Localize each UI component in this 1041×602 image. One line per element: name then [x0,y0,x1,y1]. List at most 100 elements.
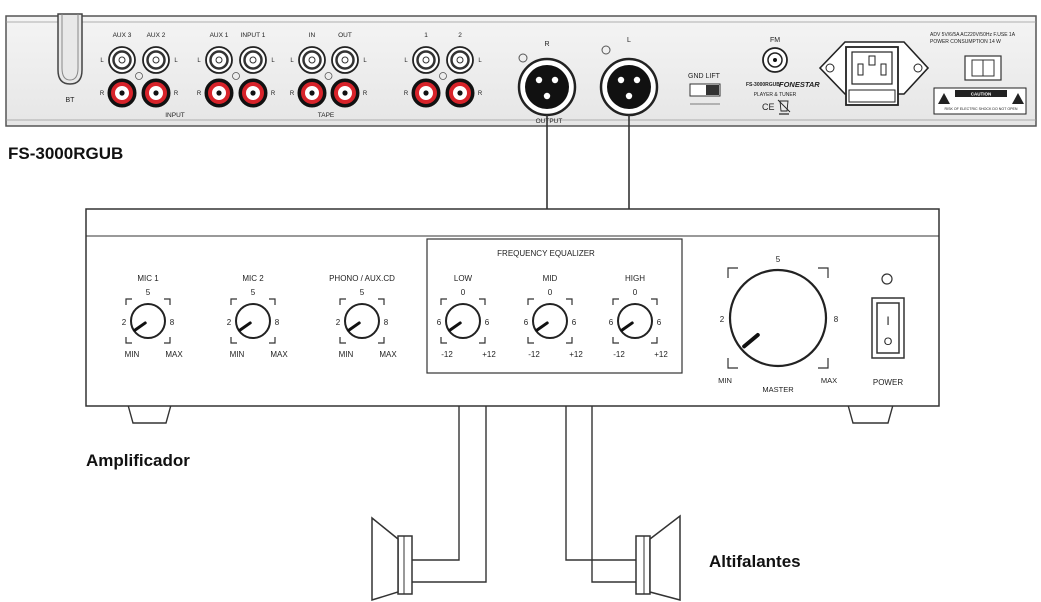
model-small-label: FS-3000RGUB [746,82,780,88]
rca-jack-red[interactable] [445,78,475,108]
knob-min-label: -12 [441,350,453,359]
amplifier-foot-left [127,404,172,424]
knob-min-label: -12 [528,350,540,359]
eq-knob[interactable] [527,298,573,344]
rca-jack-white[interactable] [205,46,233,74]
tape-group-label: TAPE [318,112,335,119]
knob-scale-right: 8 [275,318,280,327]
voltage-selector-switch[interactable] [964,55,1002,81]
master-volume-knob[interactable] [727,267,829,369]
knob-scale-right: 6 [572,318,577,327]
rca-jack-red[interactable] [141,78,171,108]
knob-indicator [238,321,252,332]
weee-bin-icon [777,99,791,115]
channel-r-label: R [478,91,483,97]
rca-jack-white[interactable] [331,46,359,74]
rca-jack-white[interactable] [239,46,267,74]
rca-jack-red[interactable] [204,78,234,108]
knob-scale-left: 2 [227,318,232,327]
input-knob[interactable] [230,298,276,344]
rca-jack-white[interactable] [298,46,326,74]
output-label: OUTPUT [536,118,563,125]
rca-jack-white[interactable] [446,46,474,74]
knob-name-label: HIGH [625,274,645,283]
rca-jack-white[interactable] [108,46,136,74]
rca-top-label: AUX 1 [210,32,229,39]
brand-logo: FONESTAR [779,80,820,89]
amplifier-foot-right [847,404,894,424]
power-inlet[interactable] [818,41,930,106]
channel-r-label: R [100,91,105,97]
caution-title: CAUTION [971,92,992,97]
channel-r-label: R [197,91,202,97]
master-max-label: MAX [821,376,837,385]
eq-knob[interactable] [612,298,658,344]
channel-l-label: L [404,58,408,64]
eq-knob[interactable] [440,298,486,344]
rca-jack-white[interactable] [412,46,440,74]
channel-r-label: R [271,91,276,97]
knob-name-label: PHONO / AUX.CD [329,274,395,283]
fm-antenna-socket[interactable] [762,47,788,73]
speaker-right [635,514,681,601]
channel-l-label: L [174,58,178,64]
rca-top-label: 2 [458,32,462,39]
knob-scale-top: 0 [633,288,638,297]
ground-screw-icon [439,72,447,80]
speakers-caption: Altifalantes [709,552,801,571]
power-on-symbol: I [886,314,889,328]
knob-scale-top: 5 [251,288,256,297]
knob-scale-top: 5 [360,288,365,297]
knob-max-label: MAX [165,350,183,359]
knob-indicator [742,332,760,349]
knob-scale-top: 5 [146,288,151,297]
channel-r-label: R [404,91,409,97]
power-switch[interactable] [871,297,905,359]
knob-max-label: +12 [569,350,583,359]
ce-mark: CE [762,102,775,112]
xlr-output-l[interactable] [599,45,659,117]
knob-name-label: MIC 1 [137,274,159,283]
gnd-lift-switch[interactable] [689,83,721,105]
rca-jack-red[interactable] [238,78,268,108]
rca-jack-white[interactable] [142,46,170,74]
rca-jack-red[interactable] [297,78,327,108]
amplifier-caption: Amplificador [86,451,190,470]
knob-min-label: MIN [230,350,245,359]
gnd-lift-label: GND LIFT [688,73,721,80]
rca-top-label: INPUT 1 [241,32,266,39]
input-knob[interactable] [339,298,385,344]
channel-l-label: L [363,58,367,64]
knob-max-label: MAX [270,350,288,359]
rca-jack-red[interactable] [330,78,360,108]
knob-scale-top: 0 [461,288,466,297]
ground-screw-icon [135,72,143,80]
speaker-left [371,516,413,602]
bt-antenna-icon [57,13,83,85]
xlr-l-label: L [627,37,631,44]
master-scale-right: 8 [834,315,839,324]
eq-title: FREQUENCY EQUALIZER [497,249,595,258]
channel-l-label: L [290,58,294,64]
xlr-output-r[interactable] [517,53,577,117]
bt-label: BT [66,97,76,104]
power-label: POWER [873,378,903,387]
channel-l-label: L [197,58,201,64]
rca-top-label: AUX 2 [147,32,166,39]
ground-screw-icon [232,72,240,80]
knob-min-label: -12 [613,350,625,359]
knob-name-label: MIC 2 [242,274,264,283]
knob-max-label: +12 [482,350,496,359]
rca-jack-red[interactable] [411,78,441,108]
master-scale-top: 5 [776,255,781,264]
rca-jack-red[interactable] [107,78,137,108]
knob-name-label: LOW [454,274,473,283]
master-min-label: MIN [718,376,732,385]
knob-indicator [347,321,361,332]
knob-indicator [535,321,549,332]
knob-scale-right: 6 [485,318,490,327]
rca-top-label: AUX 3 [113,32,132,39]
input-knob[interactable] [125,298,171,344]
